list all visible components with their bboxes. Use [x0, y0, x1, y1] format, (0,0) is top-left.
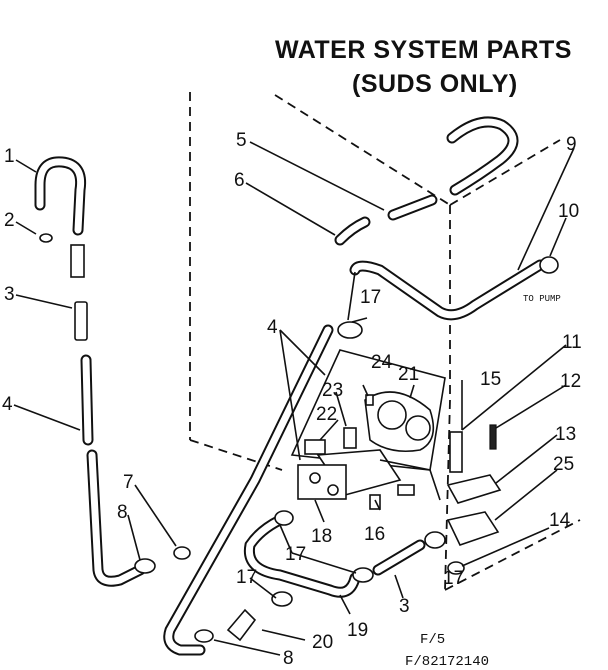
diagram-title: WATER SYSTEM PARTS [275, 36, 572, 64]
callout-13: 13 [555, 424, 576, 445]
housing-outline [189, 92, 581, 591]
callout-4: 4 [267, 317, 278, 338]
callout-3-lower: 3 [399, 596, 410, 617]
callout-18: 18 [311, 526, 332, 547]
callout-14: 14 [549, 510, 571, 531]
callout-17-top: 17 [360, 287, 381, 308]
lower-hoses [226, 510, 426, 642]
callout-15: 15 [480, 369, 501, 390]
callout-22: 22 [316, 404, 337, 425]
callout-21: 21 [398, 364, 419, 385]
right-components [424, 424, 502, 575]
leader-lines [13, 141, 575, 656]
callout-11: 11 [562, 332, 582, 353]
figure-number: F/82172140 [405, 654, 489, 670]
left-hose-assembly [34, 156, 191, 587]
callout-25: 25 [553, 454, 574, 475]
callout-17-right: 17 [443, 568, 464, 589]
valve-assembly [290, 321, 446, 510]
to-pump-label: TO PUMP [523, 294, 561, 304]
callout-23: 23 [322, 380, 343, 401]
upper-hoses [334, 116, 559, 321]
page-label: F/5 [420, 632, 445, 648]
long-hose [163, 324, 334, 656]
diagram-subtitle: (SUDS ONLY) [352, 70, 518, 98]
callout-3: 3 [4, 284, 15, 305]
callout-10: 10 [558, 201, 579, 222]
callout-8-lower: 8 [283, 648, 294, 669]
callout-6: 6 [234, 170, 245, 191]
callout-20: 20 [312, 632, 333, 653]
callout-numbers: 1 2 3 4 4 5 6 7 8 8 9 10 11 12 13 14 15 … [2, 130, 582, 670]
callout-9: 9 [566, 134, 577, 155]
callout-24: 24 [371, 352, 393, 373]
callout-19: 19 [347, 620, 368, 641]
callout-17-mid: 17 [285, 544, 306, 565]
callout-16: 16 [364, 524, 385, 545]
callout-7: 7 [123, 472, 134, 493]
callout-4-left: 4 [2, 394, 13, 415]
callout-12: 12 [560, 371, 581, 392]
callout-5: 5 [236, 130, 247, 151]
callout-2: 2 [4, 210, 15, 231]
callout-1: 1 [4, 146, 15, 167]
callout-8-upper: 8 [117, 502, 128, 523]
callout-17-left: 17 [236, 567, 257, 588]
